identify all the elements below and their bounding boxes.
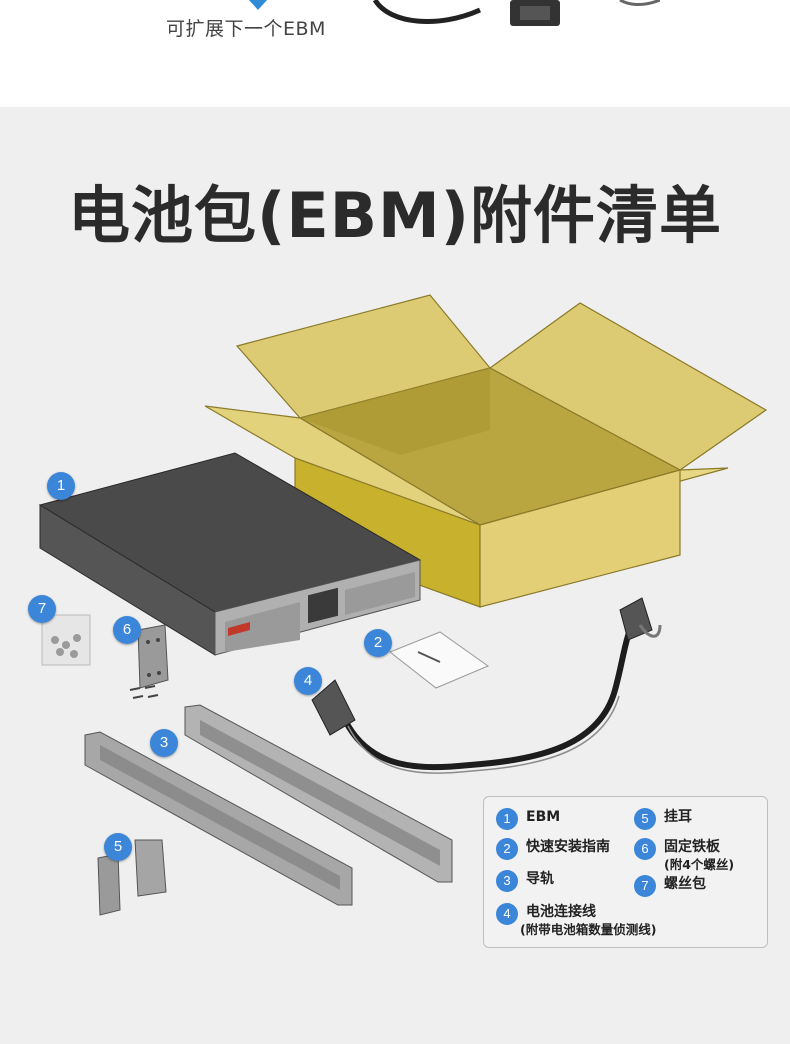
legend-item: 2 快速安装指南: [496, 838, 610, 860]
arrow-down-icon: [249, 0, 267, 10]
page-title: 电池包(EBM)附件清单: [68, 179, 722, 252]
badge-fixing-plate: 6: [113, 616, 141, 644]
ebm-unit-image: [38, 452, 422, 656]
legend-item: 7 螺丝包: [634, 875, 706, 897]
legend-label: EBM: [526, 809, 561, 825]
badge-screw-bag: 7: [28, 595, 56, 623]
quick-guide-image: [389, 631, 490, 689]
legend-item: 6 固定铁板 (附4个螺丝): [634, 838, 734, 874]
badge-rails: 3: [150, 729, 178, 757]
legend-label: 导轨: [526, 871, 554, 887]
legend-label: 挂耳: [664, 809, 692, 825]
fixing-plate-image: [129, 624, 169, 699]
legend-item: 1 EBM: [496, 808, 560, 830]
legend-number: 5: [634, 808, 656, 830]
legend-label-sub: (附4个螺丝): [664, 857, 735, 872]
legend-box: 1 EBM 2 快速安装指南 3 导轨 4 电池连接线 (附带电池箱数量侦测线)…: [483, 796, 768, 948]
battery-cable-image: [311, 597, 662, 774]
legend-label: 快速安装指南: [526, 839, 610, 855]
legend-item: 4 电池连接线 (附带电池箱数量侦测线): [496, 903, 656, 939]
top-strip: 可扩展下一个EBM: [0, 0, 790, 107]
legend-label-main: 固定铁板: [664, 839, 720, 855]
top-caption: 可扩展下一个EBM: [166, 18, 326, 40]
legend-label: 固定铁板 (附4个螺丝): [664, 838, 734, 874]
legend-number: 2: [496, 838, 518, 860]
cable-image: [372, 0, 660, 26]
badge-cable: 4: [294, 667, 322, 695]
legend-number: 4: [496, 903, 518, 925]
legend-label: 电池连接线 (附带电池箱数量侦测线): [520, 903, 656, 939]
accessory-illustration: [38, 294, 768, 916]
cardboard-box-image: [204, 294, 768, 608]
legend-number: 1: [496, 808, 518, 830]
screw-bag-image: [41, 614, 91, 666]
badge-quick-guide: 2: [364, 629, 392, 657]
legend-item: 5 挂耳: [634, 808, 692, 830]
badge-ebm: 1: [47, 472, 75, 500]
badge-ears: 5: [104, 833, 132, 861]
legend-number: 7: [634, 875, 656, 897]
legend-item: 3 导轨: [496, 870, 554, 892]
rails-image: [84, 704, 453, 906]
legend-label: 螺丝包: [664, 876, 706, 892]
legend-number: 6: [634, 838, 656, 860]
legend-label-sub: (附带电池箱数量侦测线): [520, 922, 657, 937]
mounting-ears-image: [97, 839, 167, 916]
legend-label-main: 电池连接线: [526, 904, 596, 920]
legend-number: 3: [496, 870, 518, 892]
